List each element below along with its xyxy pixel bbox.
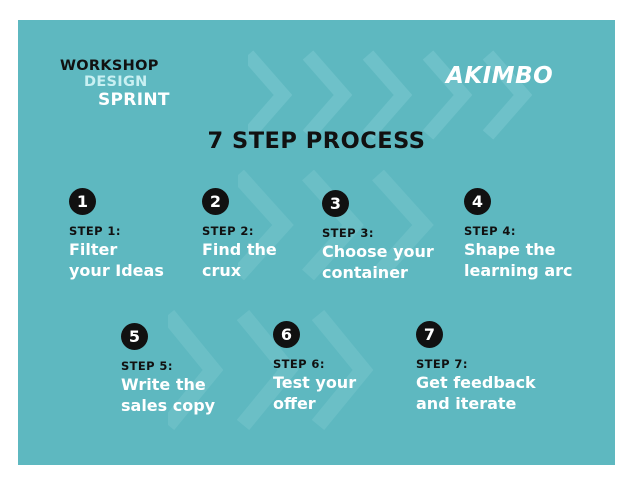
brand-design: DESIGN — [84, 74, 148, 90]
step-1-number: 1 — [69, 188, 96, 215]
step-6-label: STEP 6: — [273, 357, 325, 371]
step-4-label: STEP 4: — [464, 224, 516, 238]
step-5-text-line2: sales copy — [121, 396, 216, 415]
brand-workshop: WORKSHOP — [60, 58, 159, 74]
step-6: 6 STEP 6: Test your offer — [273, 321, 356, 413]
akimbo-logo: AKIMBO — [446, 63, 554, 89]
step-7-number: 7 — [416, 321, 443, 348]
step-1: 1 STEP 1: Filter your Ideas — [69, 188, 164, 280]
step-5-number: 5 — [121, 323, 148, 350]
step-5-label: STEP 5: — [121, 359, 173, 373]
step-2-label: STEP 2: — [202, 224, 254, 238]
step-7: 7 STEP 7: Get feedback and iterate — [416, 321, 536, 413]
step-6-text-line2: offer — [273, 394, 316, 413]
step-2-text-line2: crux — [202, 261, 242, 280]
step-1-text-line1: Filter — [69, 240, 118, 259]
step-4-number: 4 — [464, 188, 491, 215]
step-3-number: 3 — [322, 190, 349, 217]
step-1-text-line2: your Ideas — [69, 261, 164, 280]
step-3-label: STEP 3: — [322, 226, 374, 240]
step-7-text-line1: Get feedback — [416, 373, 536, 392]
step-4: 4 STEP 4: Shape the learning arc — [464, 188, 572, 280]
step-2-text-line1: Find the — [202, 240, 277, 259]
brand-sprint: SPRINT — [98, 90, 170, 110]
step-2: 2 STEP 2: Find the crux — [202, 188, 277, 280]
page-title: 7 STEP PROCESS — [207, 128, 426, 154]
step-6-text-line1: Test your — [273, 373, 357, 392]
step-3-text-line1: Choose your — [322, 242, 434, 261]
step-3-text-line2: container — [322, 263, 408, 282]
slide-card: WORKSHOP DESIGN SPRINT AKIMBO 7 STEP PRO… — [18, 20, 615, 465]
step-7-text-line2: and iterate — [416, 394, 517, 413]
step-5: 5 STEP 5: Write the sales copy — [121, 323, 215, 415]
step-7-label: STEP 7: — [416, 357, 468, 371]
step-4-text-line1: Shape the — [464, 240, 556, 259]
step-5-text-line1: Write the — [121, 375, 206, 394]
step-2-number: 2 — [202, 188, 229, 215]
step-6-number: 6 — [273, 321, 300, 348]
step-3: 3 STEP 3: Choose your container — [322, 190, 434, 282]
step-1-label: STEP 1: — [69, 224, 121, 238]
step-4-text-line2: learning arc — [464, 261, 573, 280]
